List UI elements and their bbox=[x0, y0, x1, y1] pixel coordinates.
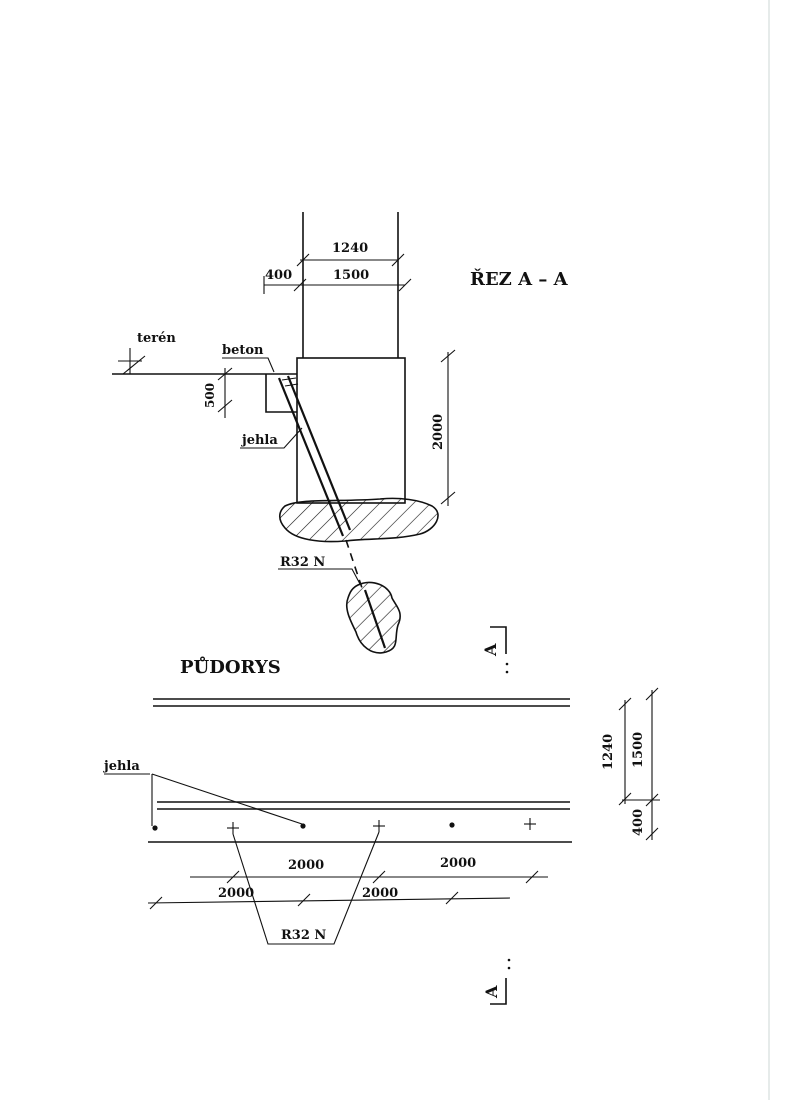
anchor-dashed-line bbox=[345, 539, 363, 589]
anchor-point-2 bbox=[373, 820, 385, 832]
dim-500-label: 500 bbox=[203, 383, 217, 408]
concrete-pocket: beton bbox=[222, 343, 297, 413]
anchor-point-3 bbox=[524, 818, 536, 830]
cut-mark-bottom: A bbox=[482, 958, 511, 1005]
section-view: 1240 400 1500 ŘEZ A – A terén beton bbox=[112, 212, 569, 654]
terrain: terén bbox=[112, 331, 297, 375]
cut-mark-top: A bbox=[481, 626, 509, 674]
plan-dim-lower-2: 2000 bbox=[362, 886, 398, 901]
anchor-rod-lower bbox=[363, 589, 387, 649]
plan-title: PŮDORYS bbox=[180, 654, 281, 678]
plan-view: PŮDORYS jehla bbox=[103, 654, 660, 945]
plan-anchor-label: R32 N bbox=[281, 928, 326, 943]
dimension-1240: 1240 bbox=[296, 241, 405, 267]
plan-dim-upper-2: 2000 bbox=[440, 856, 476, 871]
cut-mark-bottom-label: A bbox=[482, 985, 501, 999]
plan-dim-upper-1: 2000 bbox=[288, 858, 324, 873]
plan-dim-lower-1: 2000 bbox=[218, 886, 254, 901]
cut-mark-top-label: A bbox=[481, 643, 500, 657]
dim-1240-label: 1240 bbox=[332, 241, 368, 256]
plan-dim-400: 400 bbox=[631, 809, 646, 836]
dimension-2000-vertical: 2000 bbox=[431, 349, 456, 506]
plan-anchor-leader bbox=[232, 831, 380, 945]
plan-dimension-vertical: 1240 1500 400 bbox=[601, 687, 660, 841]
needle-point-2 bbox=[300, 823, 306, 829]
needle-rods: jehla bbox=[240, 375, 352, 537]
plan-dim-1240: 1240 bbox=[601, 734, 616, 770]
dim-2000-label: 2000 bbox=[431, 414, 446, 450]
rock-layer bbox=[278, 497, 439, 543]
concrete-label: beton bbox=[222, 343, 264, 358]
terrain-label: terén bbox=[137, 331, 176, 346]
anchor-label-section: R32 N bbox=[280, 555, 325, 570]
foundation-block bbox=[296, 357, 406, 504]
plan-dim-1500: 1500 bbox=[631, 732, 646, 768]
plan-needle-label: jehla bbox=[103, 759, 140, 774]
section-title: ŘEZ A – A bbox=[470, 267, 569, 290]
dim-1500-label: 1500 bbox=[333, 268, 369, 283]
dimension-500: 500 bbox=[203, 367, 233, 418]
dim-400-label: 400 bbox=[265, 268, 292, 283]
anchor-point-1 bbox=[227, 822, 239, 834]
plan-dimension-lower: 2000 2000 bbox=[147, 886, 511, 910]
dimension-400-1500: 400 1500 bbox=[263, 268, 412, 294]
plan-dimension-upper: 2000 2000 bbox=[190, 856, 548, 884]
needle-point-3 bbox=[449, 822, 455, 828]
needle-label: jehla bbox=[241, 433, 278, 448]
needle-point-1 bbox=[152, 825, 158, 831]
